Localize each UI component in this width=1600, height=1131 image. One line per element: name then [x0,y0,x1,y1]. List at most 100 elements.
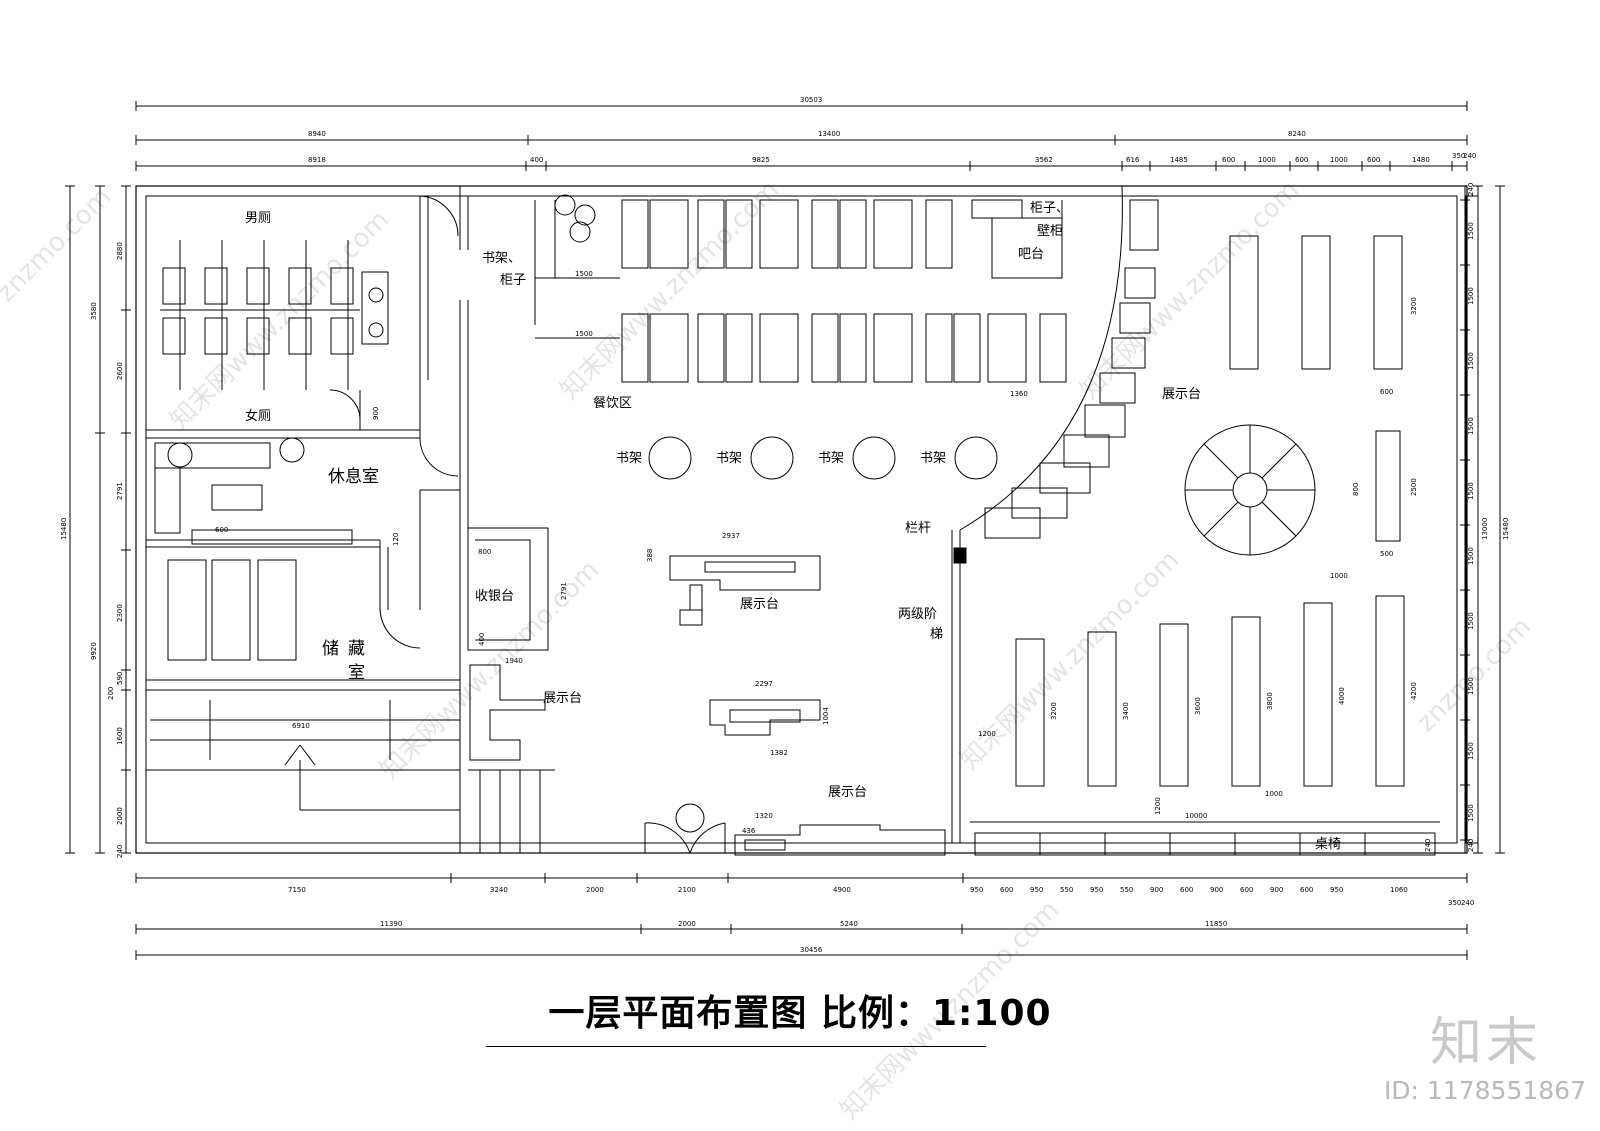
dim-label: 900 [1270,886,1283,894]
dim-label: 1000 [1258,156,1276,164]
dim-label: 240 [1463,152,1476,160]
dim-label: 1000 [1330,156,1348,164]
dim-label: 1000 [1330,572,1348,580]
dim-label: 800 [478,548,491,556]
dim-label: 550 [1120,886,1133,894]
dim-label: 2600 [116,362,124,380]
dim-label: 240 [1467,183,1475,196]
dim-label: 1200 [978,730,996,738]
label-storage: 储 [322,639,339,659]
dim-label: 600 [1300,886,1313,894]
dim-label: 2000 [586,886,604,894]
dim-label: 1480 [1412,156,1430,164]
dim-label: 1500 [1467,742,1475,760]
dim-label: 2297 [755,680,773,688]
dim-label: 2880 [116,242,124,260]
dim-label: 5240 [840,920,858,928]
dim-label: 15480 [1502,518,1510,540]
label-bookshelf: 书架 [716,451,742,466]
dim-label: 11850 [1205,920,1227,928]
label-tables-chairs: 桌椅 [1315,837,1341,852]
dim-label: 240 [116,845,124,858]
dim-label: 600 [1240,886,1253,894]
dim-label: 950 [970,886,983,894]
label-cashier: 收银台 [475,589,514,604]
dim-label: 1940 [505,657,523,665]
dim-label: 9825 [752,156,770,164]
dim-label: 950 [1030,886,1043,894]
dim-label: 240 [1461,899,1474,907]
dim-label: 2100 [678,886,696,894]
label-display-left: 展示台 [543,691,582,706]
dim-label: 3400 [1122,702,1130,720]
dim-label: 350 [1448,899,1461,907]
label-dining-area: 餐饮区 [593,395,632,411]
label-display-bottom: 展示台 [828,785,867,800]
dim-label: 3580 [90,302,98,320]
label-steps: 两级阶 [898,607,937,622]
label-railing: 栏杆 [905,521,931,536]
dim-label: 2000 [678,920,696,928]
dim-label: 900 [1210,886,1223,894]
dim-label: 4900 [833,886,851,894]
dim-label: 30503 [800,96,822,104]
dim-label: 616 [1126,156,1140,164]
dim-label: 1500 [1467,352,1475,370]
dim-label: 800 [1352,483,1360,496]
dim-label: 11390 [380,920,402,928]
dim-label: 400 [530,156,543,164]
dim-label: 600 [1380,388,1393,396]
dim-label: 4000 [1338,687,1346,705]
dim-label: 600 [1222,156,1235,164]
dim-label: 388 [646,549,654,562]
dim-label: 1500 [1467,804,1475,822]
dim-label: 4200 [1410,682,1418,700]
dim-label: 7150 [288,886,306,894]
watermark-id: ID: 1178551867 [1383,1076,1586,1105]
label-shelf-cabinet: 柜子 [500,273,526,288]
dim-label: 600 [215,526,228,534]
dim-label: 350 [1452,152,1465,160]
label-lounge: 休息室 [328,467,379,487]
dim-label: 1000 [1265,790,1283,798]
label-mens-toilet: 男厕 [245,211,271,226]
dim-label: 2500 [1410,478,1418,496]
dim-label: 3562 [1035,156,1053,164]
dim-label: 9920 [90,642,98,660]
dim-label: 1600 [116,727,124,745]
label-womens-toilet: 女厕 [245,408,271,424]
dim-label: 1320 [755,812,773,820]
dim-label: 8940 [308,130,326,138]
dim-label: 1500 [575,330,593,338]
dim-label: 550 [1060,886,1073,894]
dim-label: 2791 [116,482,124,500]
dim-label: 1360 [1010,390,1028,398]
dim-label: 240 [1424,839,1432,852]
dim-label: 3600 [1194,697,1202,715]
dim-label: 950 [1090,886,1103,894]
dim-label: 10000 [1185,812,1207,820]
dim-label: 1485 [1170,156,1188,164]
dim-label: 436 [742,827,756,835]
dim-label: 3200 [1410,297,1418,315]
dim-label: 3800 [1266,692,1274,710]
label-cabinet: 柜子、 [1030,201,1069,216]
dim-label: 200 [107,687,115,700]
label-cabinet: 壁柜 [1037,224,1063,239]
dim-label: 1382 [770,749,788,757]
dim-label: 1500 [1467,612,1475,630]
label-bookshelf: 书架 [920,451,946,466]
dim-label: 30456 [800,946,823,954]
dim-label: 1500 [1467,287,1475,305]
dim-label: 500 [1380,550,1393,558]
dim-label: 1200 [1154,797,1162,815]
label-shelf-cabinet: 书架、 [482,251,521,266]
dim-label: 900 [372,407,380,420]
dim-label: 120 [392,533,400,546]
dim-label: 2791 [560,582,568,600]
dim-label: 1500 [1467,417,1475,435]
dim-label: 13400 [818,130,840,138]
label-bar: 吧台 [1018,247,1044,262]
label-storage: 藏 [348,639,365,659]
dim-label: 8240 [1288,130,1306,138]
